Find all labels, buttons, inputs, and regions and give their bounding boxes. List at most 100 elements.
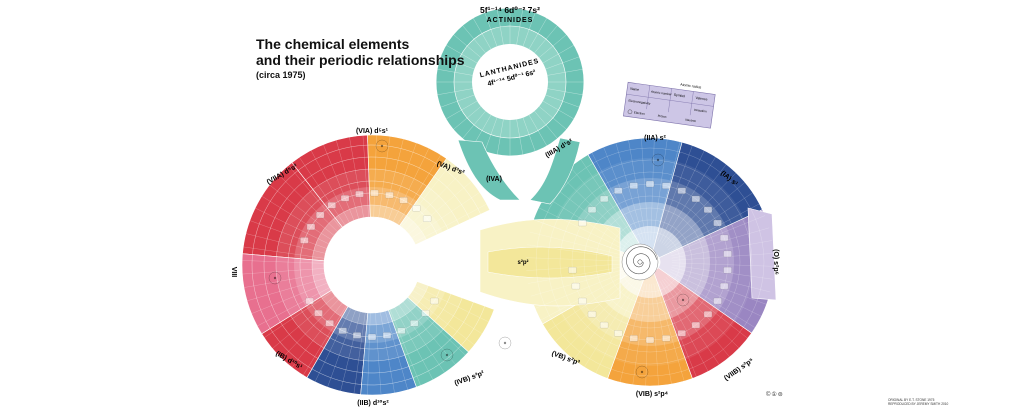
loop-radial-line: [522, 117, 536, 152]
right-radial-line: [603, 146, 642, 242]
loop-radial-line: [437, 88, 473, 96]
group-ib-band: [306, 306, 369, 395]
center-label: s²p²: [518, 259, 529, 266]
right-radial-line: [573, 279, 637, 360]
element-cell: [327, 202, 336, 209]
left-radial-line: [340, 311, 361, 392]
right-radial-line: [660, 281, 709, 372]
left-radial-line: [398, 304, 445, 373]
left-radial-line: [408, 181, 472, 235]
left-radial-line: [411, 192, 480, 239]
left-radial-line: [264, 291, 333, 338]
right-radial-line: [533, 219, 630, 255]
loop-radial-line: [496, 119, 504, 155]
element-cell: [352, 332, 362, 339]
element-cell: [629, 182, 638, 189]
left-radial-line: [353, 312, 366, 394]
loop-radial-line: [496, 9, 504, 45]
group-iib-band-teal: [388, 296, 470, 388]
right-radial-line: [665, 172, 737, 247]
group-o-tail: [747, 207, 777, 301]
atom-glyph: [375, 139, 389, 153]
left-ring-line: [263, 156, 474, 374]
left-radial-line: [405, 171, 463, 231]
legend-atomic-number: Atomic number: [651, 90, 672, 97]
left-radial-line: [299, 157, 346, 226]
right-radial-line: [526, 257, 629, 262]
left-radial-line: [414, 203, 487, 243]
loop-radial-line: [534, 25, 558, 54]
element-cell: [645, 336, 655, 344]
element-cell: [703, 311, 713, 318]
left-radial-line: [243, 246, 325, 259]
right-inner-ring-3: [545, 158, 754, 367]
left-radial-line: [392, 148, 430, 222]
right-radial-line: [560, 175, 635, 247]
atom-glyph: [268, 271, 282, 285]
element-cell: [723, 267, 732, 274]
right-radial-line: [658, 282, 697, 378]
left-radial-line: [249, 220, 327, 249]
left-radial-line: [380, 312, 395, 394]
right-radial-line: [628, 139, 647, 241]
loop-radial-line: [440, 56, 475, 70]
element-cell: [412, 205, 421, 212]
right-ring-line: [607, 219, 693, 305]
loop-radial-line: [453, 106, 482, 130]
right-ring-line: [547, 159, 753, 365]
loop-radial-line: [440, 94, 475, 108]
element-cell: [677, 187, 686, 194]
loop-stem-right: [529, 137, 581, 205]
loop-radial-line: [472, 114, 492, 147]
loop-radial-line: [545, 56, 580, 70]
right-radial-line: [547, 274, 632, 332]
element-cell: [370, 189, 379, 197]
element-cell: [691, 195, 700, 203]
left-radial-line: [246, 278, 326, 302]
element-cell: [355, 190, 364, 198]
left-inner-ring-1: [294, 187, 446, 343]
right-radial-line: [651, 283, 659, 386]
element-cell: [430, 297, 439, 305]
left-radial-line: [362, 135, 369, 218]
left-radial-line: [245, 233, 326, 254]
right-radial-line: [668, 192, 753, 250]
loop-radial-line: [445, 100, 478, 120]
element-cell: [399, 197, 408, 204]
right-radial-line: [669, 271, 762, 317]
group-label-viii: VIII: [230, 267, 237, 278]
loop-radial-line: [547, 68, 583, 76]
lanthanide-actinide-loop: [435, 7, 585, 205]
left-radial-line: [415, 285, 489, 323]
atom-glyph: [676, 293, 690, 307]
element-cell: [306, 223, 316, 230]
right-radial-line: [554, 276, 634, 342]
loop-radial-line: [522, 12, 536, 47]
left-radial-line: [269, 184, 335, 236]
left-radial-line: [288, 165, 342, 229]
spiral-line: [626, 246, 657, 275]
loop-radial-line: [528, 17, 548, 50]
right-radial-line: [584, 280, 639, 368]
legend-neutron: Neutron: [685, 118, 696, 123]
right-inner-ring-0: [613, 226, 686, 299]
right-radial-line: [652, 139, 668, 241]
right-radial-line: [669, 203, 760, 252]
atom-nucleus: [640, 370, 644, 374]
right-radial-line: [615, 142, 645, 241]
right-radial-line: [538, 207, 631, 253]
element-cell: [614, 330, 623, 337]
left-radial-line: [367, 312, 371, 395]
right-radial-line: [527, 244, 629, 260]
left-radial-line: [243, 273, 325, 288]
atom-nucleus: [656, 158, 660, 162]
right-radial-line: [533, 219, 630, 255]
left-radial-line: [378, 136, 391, 218]
element-cell: [305, 297, 314, 305]
right-radial-line: [663, 164, 727, 245]
left-radial-line: [394, 307, 434, 380]
loop-radial-line: [472, 17, 492, 50]
left-ring-line: [287, 180, 452, 350]
